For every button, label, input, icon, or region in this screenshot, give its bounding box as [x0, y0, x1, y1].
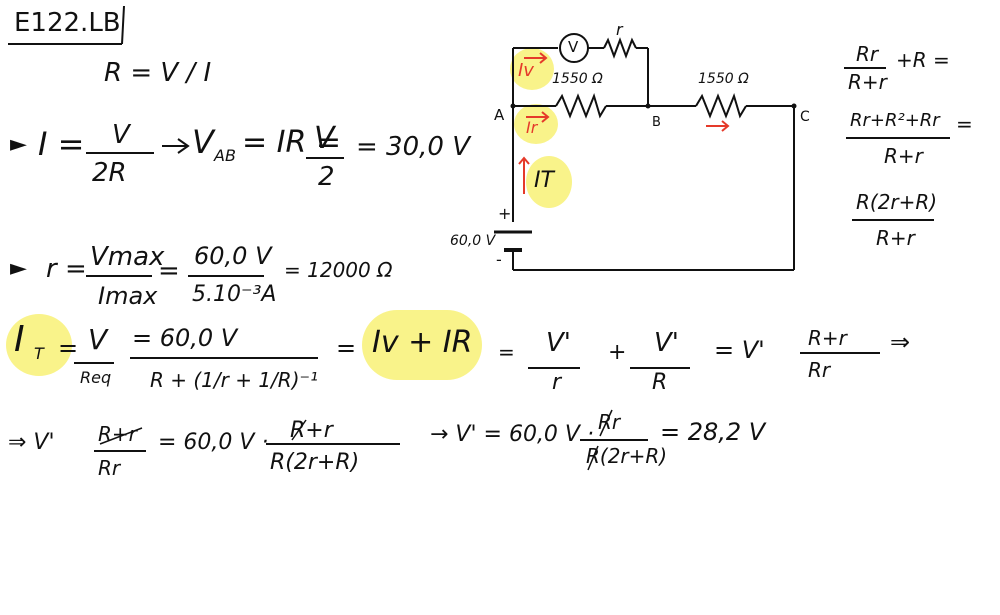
f1-mid: = IR =	[242, 125, 342, 160]
f3-it: I	[14, 319, 25, 360]
f3-n3: R+r	[808, 326, 847, 350]
bullet-2: ►	[10, 256, 27, 281]
battery-minus: -	[496, 250, 502, 269]
f3-eq2: =	[336, 334, 357, 362]
ir-current-label: Ir	[526, 118, 538, 137]
node-c-label: C	[800, 109, 810, 125]
iv-current-label: Iv	[518, 60, 534, 81]
side-eq2: =	[956, 112, 973, 136]
f3-d1: r	[552, 370, 562, 395]
node-a-dot	[510, 103, 516, 109]
node-b-label: B	[652, 115, 661, 130]
f3-den: R + (1/r + 1/R)⁻¹	[150, 368, 319, 392]
f1-vab: V	[192, 123, 214, 161]
f4-n1: R+r	[98, 422, 137, 446]
f1-num: V	[112, 120, 130, 150]
f4-d2: R(2r+R)	[270, 450, 360, 475]
side-d2: R+r	[884, 144, 923, 168]
f2-result: = 12000 Ω	[284, 258, 393, 282]
battery-voltage-label: 60,0 V	[450, 233, 496, 249]
internal-resistance-label: r	[616, 20, 623, 39]
voltmeter-symbol: V	[568, 38, 579, 56]
ohm-law: R = V / I	[104, 58, 212, 88]
f3-num: = 60,0 V	[132, 324, 238, 352]
f3-eq3: =	[498, 340, 515, 364]
f4-result: = 28,2 V	[660, 418, 766, 446]
f2-num1: Vmax	[90, 242, 165, 272]
f1-lhs: I =	[38, 125, 85, 163]
side-n2: Rr+R²+Rr	[850, 110, 940, 131]
f4-d3: R(2r+R)	[586, 444, 668, 468]
f2-den1: Imax	[98, 282, 158, 310]
f3-eq4: = V'	[714, 336, 765, 364]
r2-label: 1550 Ω	[698, 71, 749, 87]
battery-plus: +	[498, 204, 512, 223]
it-current-label: IT	[534, 168, 554, 193]
side-n1: Rr	[856, 42, 879, 66]
f2-num2: 60,0 V	[194, 242, 272, 270]
bullet-1: ►	[10, 132, 27, 157]
f1-den: 2R	[92, 158, 127, 188]
side-d3: R+r	[876, 226, 915, 250]
f3-n2: V'	[654, 328, 679, 358]
r1-label: 1550 Ω	[552, 71, 603, 87]
f1-den2: 2	[318, 162, 335, 192]
f1-num2: V	[314, 121, 335, 156]
f1-vab-sub: AB	[214, 146, 236, 165]
f4-n2: R+r	[290, 418, 333, 443]
f4-arrow: → V' = 60,0 V ·	[430, 422, 594, 447]
side-n3: R(2r+R)	[856, 190, 938, 214]
page-title: E122.LB	[14, 8, 121, 38]
f3-iv-ir: Iv + IR	[372, 325, 473, 360]
f3-eq: =	[58, 334, 79, 362]
highlight-ir	[514, 104, 558, 144]
f3-arrow: ⇒	[890, 328, 911, 356]
highlight-it	[526, 156, 572, 208]
side-d1: R+r	[848, 70, 887, 94]
f2-lhs: r =	[46, 254, 87, 284]
f2-den2: 5.10⁻³A	[192, 282, 277, 307]
highlight-iv	[510, 48, 554, 90]
f1-result: = 30,0 V	[356, 132, 470, 162]
f4-d1: Rr	[98, 456, 121, 480]
f4-start: ⇒ V'	[8, 430, 55, 455]
highlight-iv-ir	[362, 310, 482, 380]
f3-plus: +	[608, 340, 627, 365]
f3-it-sub: T	[34, 344, 44, 363]
f3-d2: R	[652, 370, 668, 395]
f4-eq: = 60,0 V ·	[158, 430, 269, 455]
f3-req: Req	[80, 368, 112, 387]
side-tail: +R =	[896, 48, 950, 72]
f2-eq: =	[158, 256, 180, 286]
node-b-dot	[645, 103, 651, 109]
f3-v: V	[88, 323, 108, 356]
node-a-label: A	[494, 106, 505, 124]
node-c-dot	[791, 103, 797, 109]
f3-d3: Rr	[808, 358, 831, 382]
f3-n1: V'	[546, 328, 571, 358]
highlight-it-formula	[6, 314, 72, 376]
